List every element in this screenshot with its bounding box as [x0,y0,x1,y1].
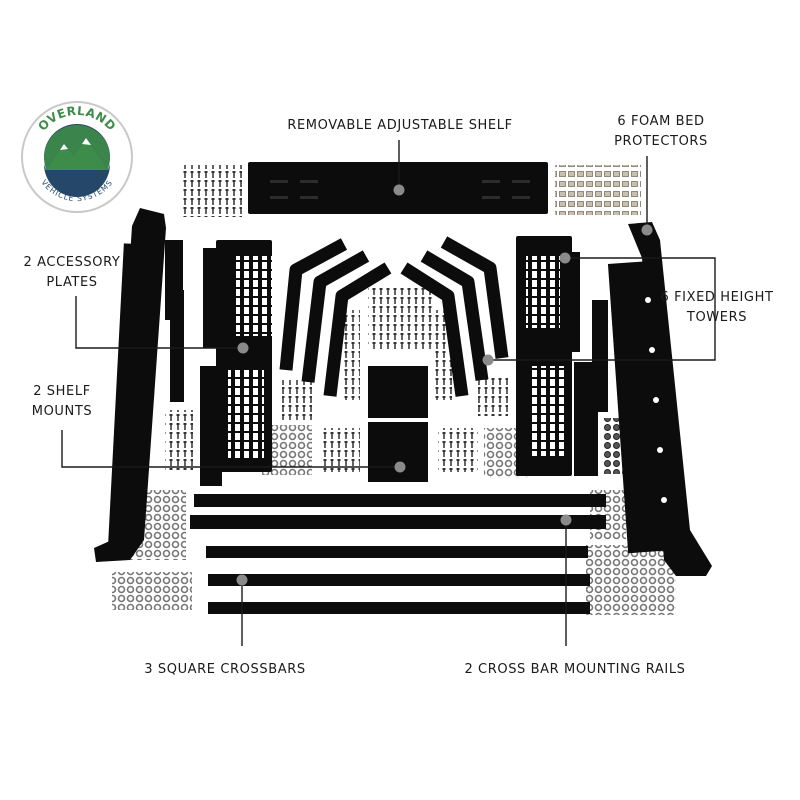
callout-rails-text: 2 CROSS BAR MOUNTING RAILS [464,662,686,677]
bolt-cluster-top-left [180,165,242,217]
square-crossbar-2 [208,574,590,586]
callout-foam-line1: 6 FOAM BED [617,114,705,129]
shelf-mount-brackets-left [279,238,392,397]
overland-logo-text: OVERLAND VEHICLE SYSTEMS [35,104,118,203]
callout-towers-line1: 6 FIXED HEIGHT [660,290,774,305]
brand-subtitle: VEHICLE SYSTEMS [39,178,113,203]
left-tall-bar [165,240,183,320]
bracket-cluster-center [368,288,434,350]
nut-cluster-top-right [555,165,641,215]
right-tower [607,222,712,576]
bolt-cluster-left-small [165,410,193,470]
center-plate-top [368,366,428,418]
callout-towers-line2: TOWERS [686,310,748,325]
accessory-plate-right-holes-top [526,256,562,328]
bracket-cluster-right [478,376,508,416]
shelf-slots [270,180,530,199]
callout-dots [236,184,653,586]
bracket-cluster-left [282,380,312,420]
callout-plates-line1: 2 ACCESSORY [23,255,121,270]
callout-crossbars: 3 SQUARE CROSSBARS [130,660,320,680]
callout-plates-line2: PLATES [46,275,98,290]
mounting-rail-2 [190,515,606,529]
callout-crossbars-text: 3 SQUARE CROSSBARS [144,662,306,677]
accessory-plate-left-holes-top [236,256,272,336]
callout-foam-line2: PROTECTORS [614,134,708,149]
right-tower-holes [645,297,667,503]
callout-shelf-text: REMOVABLE ADJUSTABLE SHELF [287,118,513,133]
bolt-cluster-center-left [320,428,360,472]
right-flat-bar-1 [560,252,580,352]
overland-logo [21,101,133,213]
left-tower [94,208,166,562]
svg-text:OVERLAND: OVERLAND [35,104,118,134]
callout-foam: 6 FOAM BED PROTECTORS [596,112,726,152]
accessory-plate-right-holes-bottom [532,366,568,456]
right-flat-bar-3 [592,300,608,412]
accessory-plate-left-holes-bottom [228,370,264,460]
callout-mounts-line1: 2 SHELF [33,384,91,399]
callout-shelf: REMOVABLE ADJUSTABLE SHELF [270,116,530,136]
callout-rails: 2 CROSS BAR MOUNTING RAILS [450,660,700,680]
center-plate-bottom [368,422,428,482]
washer-cluster-bottom-left [112,572,192,610]
callout-mounts-line2: MOUNTS [31,404,93,419]
washer-cluster-bottom-right [586,545,676,615]
brand-name: OVERLAND [35,104,118,134]
callout-towers: 6 FIXED HEIGHT TOWERS [652,288,782,328]
hook-cluster-left [342,310,360,400]
mountain-icon [46,138,108,170]
callout-mounts: 2 SHELF MOUNTS [16,382,108,422]
bolt-cluster-center-right [438,428,478,472]
svg-text:VEHICLE SYSTEMS: VEHICLE SYSTEMS [39,178,114,203]
square-crossbar-3 [208,602,590,614]
shelf-mount-brackets-right [400,236,509,397]
mounting-rail-1 [194,494,606,507]
square-crossbar-1 [206,546,588,558]
leader-lines [61,140,716,646]
callout-plates: 2 ACCESSORY PLATES [12,253,132,293]
